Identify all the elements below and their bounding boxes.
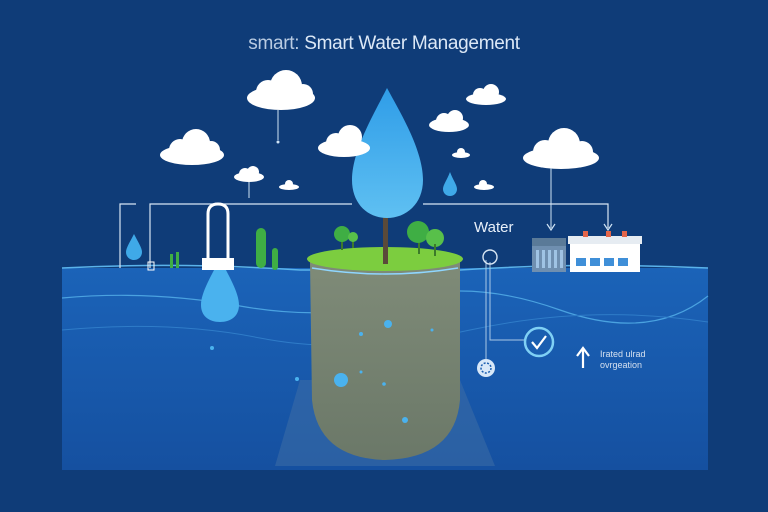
cloud-icon [452,148,470,158]
usage-note-line1: Irated ulrad [600,349,646,359]
usage-note-line2: ovrgeation [600,360,643,370]
tree-icon [334,221,444,256]
cloud-icon [160,129,224,165]
cloud-icon [429,110,469,132]
sensor-icon [482,249,498,265]
water-label: Water [474,219,514,236]
title-prefix: smart: [248,33,300,54]
pipeline [119,203,609,268]
check-icon [523,326,555,358]
cloud-icon [474,180,494,190]
droplet-icon [126,234,142,260]
arrow-up-icon [576,346,590,368]
title-main: Smart Water Management [304,33,520,54]
droplet-icon [443,172,457,196]
cloud-icon [318,125,370,157]
tree-icon [170,228,278,270]
diagram-title: smart: Smart Water Management [0,33,768,55]
cloud-icon [466,84,506,105]
usage-note: Irated ulrad ovrgeation [600,349,646,371]
droplet-icon [352,88,423,218]
cloud-icon [247,70,315,110]
cloud-icon [234,166,264,182]
tap-icon [147,202,234,271]
ground-island [307,247,463,460]
building-icon [532,231,642,272]
cloud-icon [523,128,599,169]
sensor-icon [477,359,495,377]
cloud-icon [279,180,299,190]
tree-trunk [383,200,388,264]
droplet-icon [201,258,239,322]
